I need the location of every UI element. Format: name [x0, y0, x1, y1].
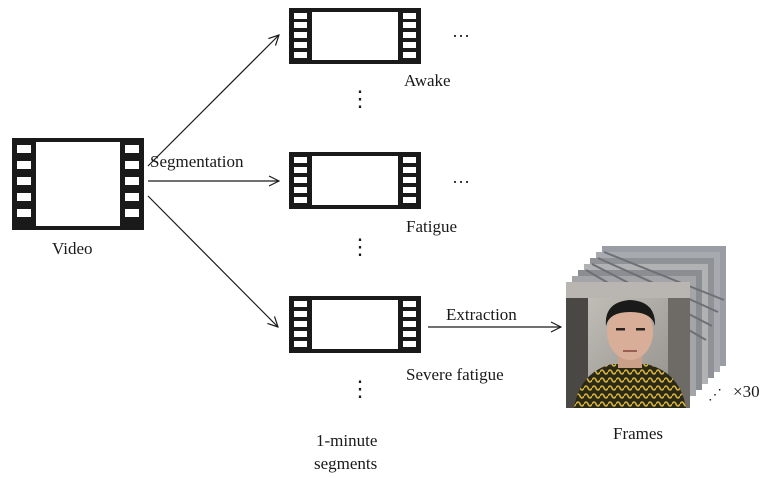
diag-dots: ⋰ [708, 388, 722, 403]
label-segments-line2: segments [314, 454, 378, 473]
film-icon-video [12, 138, 144, 230]
face-frame [566, 282, 690, 408]
label-video: Video [52, 239, 93, 258]
label-severe-fatigue: Severe fatigue [406, 365, 504, 384]
ellipsis-awake: … [452, 21, 472, 41]
vertical-dots-2: ⋮ [349, 234, 371, 259]
label-frames: Frames [613, 424, 664, 443]
label-fatigue: Fatigue [406, 217, 457, 236]
ellipsis-fatigue: … [452, 167, 472, 187]
film-icon-severe-fatigue [289, 296, 421, 353]
label-awake: Awake [404, 71, 451, 90]
vertical-dots-3: ⋮ [349, 376, 371, 401]
label-segmentation: Segmentation [150, 152, 244, 171]
arrow-to-severe-fatigue [147, 195, 278, 327]
label-segments-line1: 1-minute [316, 431, 378, 450]
label-extraction: Extraction [446, 305, 517, 324]
film-icon-fatigue [289, 152, 421, 209]
vertical-dots-1: ⋮ [349, 86, 371, 111]
label-multiplier: ×30 [733, 382, 760, 401]
film-icon-awake [289, 8, 421, 64]
arrow-to-awake [147, 35, 279, 167]
